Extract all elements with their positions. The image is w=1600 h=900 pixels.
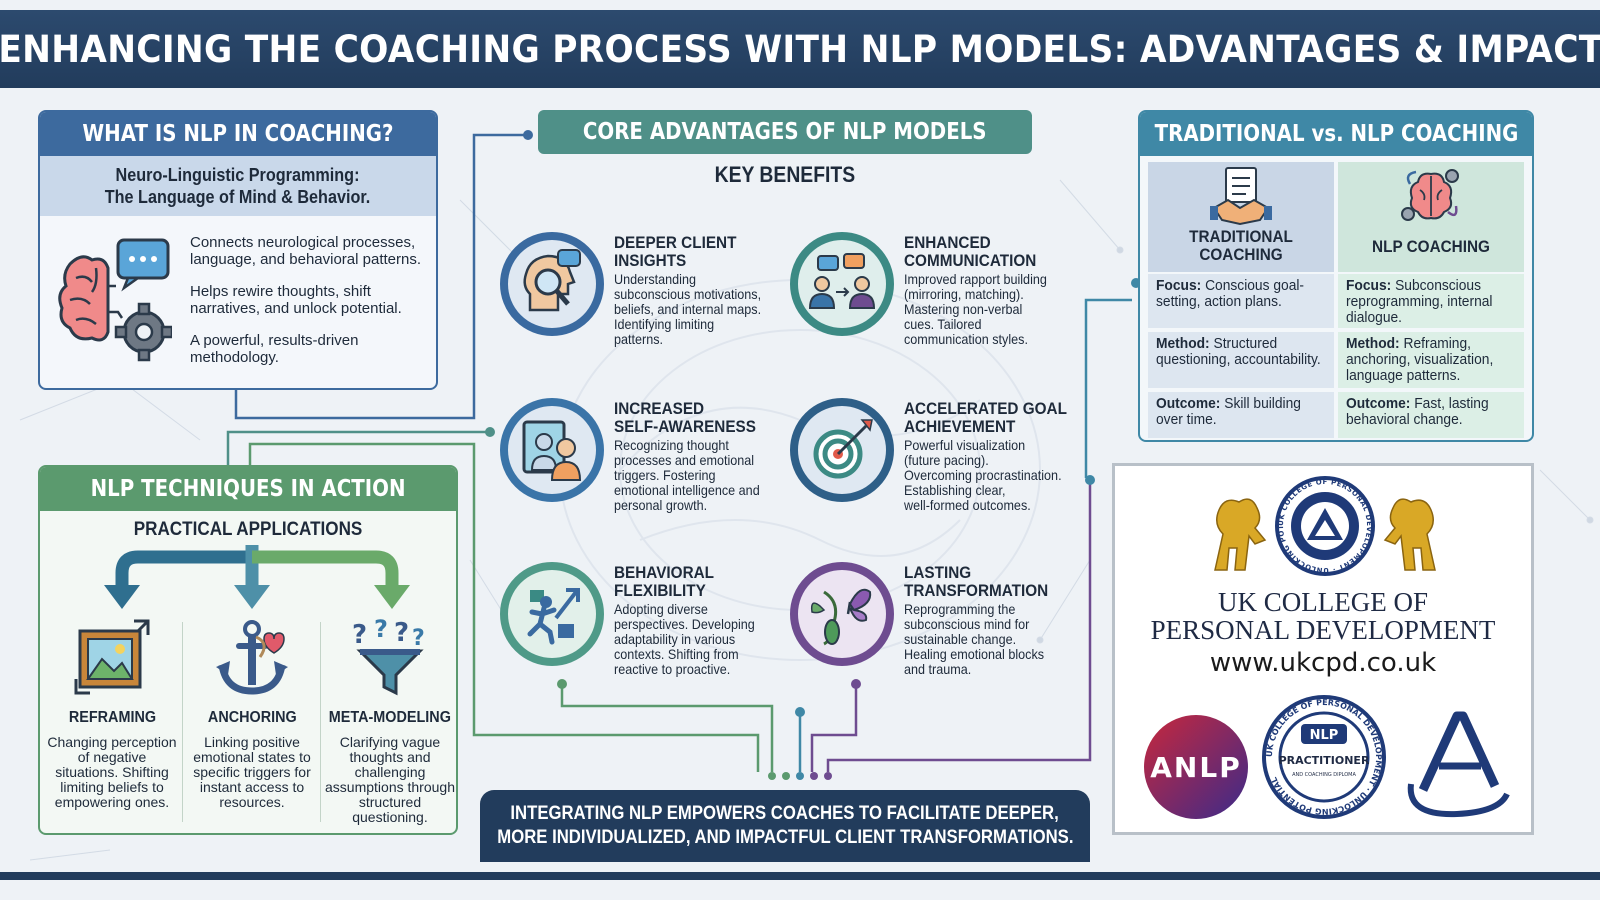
college-name-line2: PERSONAL DEVELOPMENT xyxy=(1150,615,1496,645)
nlp-method-cell: Method: Reframing, anchoring, visualizat… xyxy=(1338,332,1524,388)
technique-desc: Clarifying vague thoughts and challengin… xyxy=(325,734,455,825)
technique-name: META-MODELING xyxy=(328,709,452,726)
question-funnel-icon: ? ? ? ? xyxy=(352,617,425,696)
summary-banner: INTEGRATING NLP EMPOWERS COACHES TO FACI… xyxy=(480,790,1090,862)
technique-desc: Linking positive emotional states to spe… xyxy=(193,734,311,810)
mirror-reflection-icon xyxy=(500,398,604,502)
ukcpd-panel: UK COLLEGE OF PERSONAL DEVELOPMENT · UNL… xyxy=(1112,463,1534,835)
traditional-method-cell: Method: Structured questioning, accounta… xyxy=(1148,332,1334,388)
header-bar: ENHANCING THE COACHING PROCESS WITH NLP … xyxy=(0,10,1600,88)
what-point: A powerful, results-driven methodology. xyxy=(190,332,359,366)
accreditation-a-logo xyxy=(1407,711,1510,818)
core-advantages-title: CORE ADVANTAGES OF NLP MODELS xyxy=(538,110,1032,154)
seal-middle-text: PRACTITIONER xyxy=(1279,754,1370,767)
nlp-practitioner-seal: UK COLLEGE OF PERSONAL DEVELOPMENT · UNL… xyxy=(1262,695,1386,819)
brain-gears-icon xyxy=(1401,169,1459,221)
traditional-outcome-cell: Outcome: Skill building over time. xyxy=(1148,392,1334,438)
nlp-name: NLP COACHING xyxy=(1372,237,1490,256)
techniques-title: NLP TECHNIQUES IN ACTION xyxy=(40,467,456,511)
anlp-logo-text: ANLP xyxy=(1150,751,1241,784)
summary-line1: INTEGRATING NLP EMPOWERS COACHES TO FACI… xyxy=(510,803,1060,824)
svg-text:?: ? xyxy=(394,618,409,648)
technique-divider xyxy=(182,622,183,822)
technique-divider xyxy=(320,622,321,822)
svg-text:?: ? xyxy=(352,620,367,650)
anchor-heart-icon xyxy=(216,620,288,695)
svg-text:?: ? xyxy=(374,617,388,643)
traditional-name: COACHING xyxy=(1199,245,1283,264)
techniques-subtitle: PRACTICAL APPLICATIONS xyxy=(133,519,363,540)
butterfly-cocoon-icon xyxy=(790,562,894,666)
what-point: Helps rewire thoughts, shift narratives,… xyxy=(190,283,402,317)
technique-name: ANCHORING xyxy=(207,709,297,726)
technique-reframing: REFRAMING Changing perception of negativ… xyxy=(44,617,180,827)
key-benefits-heading: KEY BENEFITS xyxy=(714,162,856,187)
traditional-vs-nlp-panel: TRADITIONAL vs. NLP COACHING TRADITIONAL… xyxy=(1138,110,1534,442)
technique-anchoring: ANCHORING Linking positive emotional sta… xyxy=(184,617,320,827)
people-chat-icon xyxy=(790,232,894,336)
benefit-desc: Powerful visualization(future pacing).Ov… xyxy=(904,437,1062,513)
nlp-techniques-panel: NLP TECHNIQUES IN ACTION PRACTICAL APPLI… xyxy=(38,465,458,835)
handshake-clipboard-icon xyxy=(1210,167,1272,226)
runner-steps-icon xyxy=(500,562,604,666)
what-is-nlp-points: Connects neurological processes, languag… xyxy=(190,234,430,381)
nlp-focus-cell: Focus: Subconscious reprogramming, inter… xyxy=(1338,274,1524,328)
svg-text:?: ? xyxy=(412,626,425,651)
anlp-logo: ANLP xyxy=(1144,715,1248,819)
college-website-link[interactable]: www.ukcpd.co.uk xyxy=(1209,648,1437,678)
technique-meta-modeling: ? ? ? ? META-MODELING Clarifying vague t… xyxy=(322,617,456,827)
benefit-desc: Improved rapport building(mirroring, mat… xyxy=(904,271,1047,347)
summary-line2: MORE INDIVIDUALIZED, AND IMPACTFUL CLIEN… xyxy=(496,827,1074,848)
picture-frame-icon xyxy=(74,619,150,695)
footer-band xyxy=(0,872,1600,880)
target-arrow-icon xyxy=(790,398,894,502)
seal-bottom-text: AND COACHING DIPLOMA xyxy=(1292,772,1356,778)
what-is-nlp-title: WHAT IS NLP IN COACHING? xyxy=(40,112,436,156)
what-is-nlp-panel: WHAT IS NLP IN COACHING? Neuro-Linguisti… xyxy=(38,110,438,390)
brain-speech-gear-icon xyxy=(58,238,172,362)
head-magnifier-icon xyxy=(500,232,604,336)
technique-desc: Changing perception of negative situatio… xyxy=(47,734,177,810)
ukcpd-crest-logo: UK COLLEGE OF PERSONAL DEVELOPMENT · UNL… xyxy=(1205,474,1436,576)
traditional-name: TRADITIONAL xyxy=(1189,227,1293,246)
technique-name: REFRAMING xyxy=(68,709,156,726)
branching-arrows-icon xyxy=(104,545,410,609)
seal-top-text: NLP xyxy=(1310,728,1339,743)
nlp-outcome-cell: Outcome: Fast, lasting behavioral change… xyxy=(1338,392,1524,438)
what-is-nlp-subtitle: Neuro-Linguistic Programming: The Langua… xyxy=(40,156,436,216)
traditional-focus-cell: Focus: Conscious goal-setting, action pl… xyxy=(1148,274,1334,328)
college-name-line1: UK COLLEGE OF xyxy=(1218,587,1428,617)
nlp-coaching-header: NLP COACHING xyxy=(1338,162,1524,272)
traditional-vs-nlp-title: TRADITIONAL vs. NLP COACHING xyxy=(1140,112,1532,156)
page-title: ENHANCING THE COACHING PROCESS WITH NLP … xyxy=(0,27,1600,71)
what-point: Connects neurological processes, languag… xyxy=(190,234,422,268)
